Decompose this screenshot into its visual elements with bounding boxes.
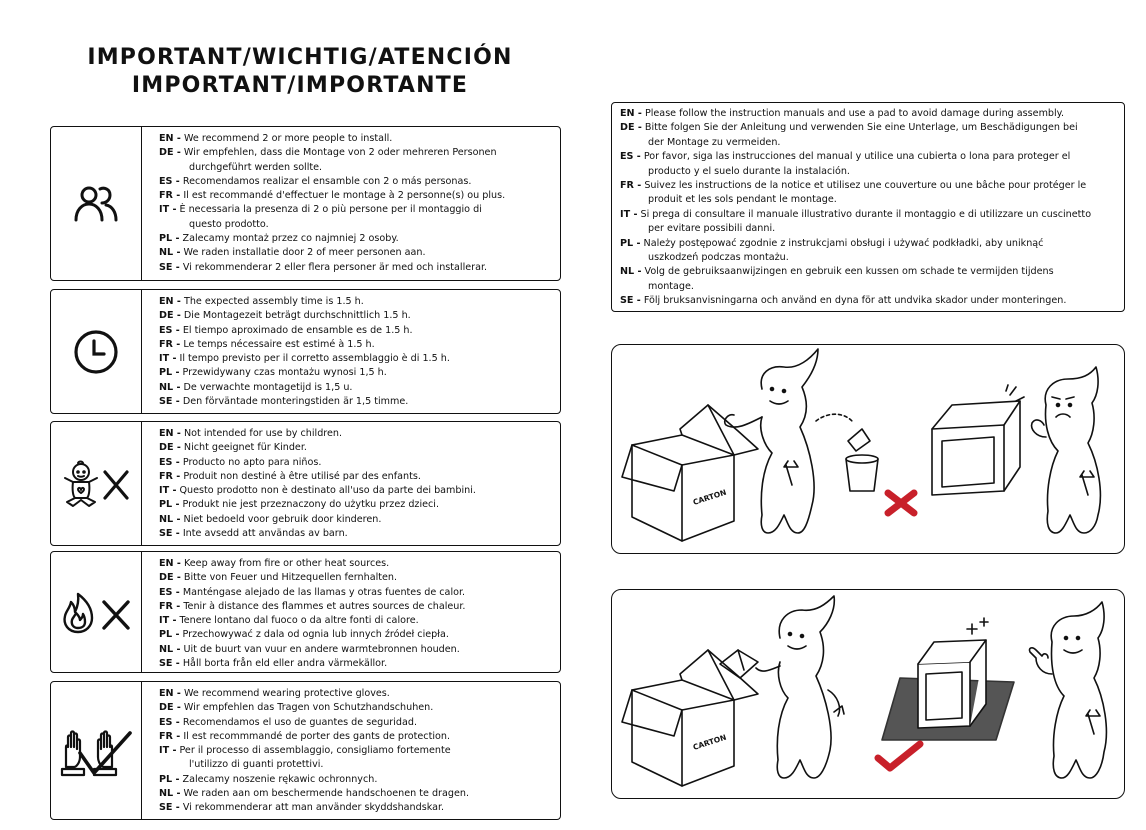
warning-text-time: EN - The expected assembly time is 1.5 h… xyxy=(159,295,554,409)
clock-icon xyxy=(51,290,141,413)
warning-text-fire: EN - Keep away from fire or other heat s… xyxy=(159,557,554,671)
box-divider xyxy=(141,127,142,280)
text-line: durchgeführt werden sollte. xyxy=(189,161,323,173)
text-line: PL - Zalecamy montaż przez co najmniej 2… xyxy=(159,233,399,245)
happy-figure-icon xyxy=(1028,601,1108,779)
text-line: NL - Uit de buurt van vuur en andere war… xyxy=(159,643,460,655)
text-line: FR - Tenir à distance des flammes et aut… xyxy=(159,600,466,612)
text-line: DE - Bitte von Feuer und Hitzequellen fe… xyxy=(159,572,398,584)
warning-text-gloves: EN - We recommend wearing protective glo… xyxy=(159,687,554,816)
wrong-mark-icon xyxy=(884,489,918,517)
text-line: PL - Zalecamy noszenie rękawic ochronnyc… xyxy=(159,773,378,785)
text-line: SE - Vi rekommenderar 2 eller flera pers… xyxy=(159,261,488,273)
text-line: FR - Suivez les instructions de la notic… xyxy=(620,180,1087,192)
warning-box-children: EN - Not intended for use by children. D… xyxy=(50,421,561,546)
cabinet-icon xyxy=(931,384,1025,496)
text-line: IT - Per il processo di assemblaggio, co… xyxy=(159,745,451,757)
text-line: uszkodzeń podczas montażu. xyxy=(648,252,789,264)
text-line: PL - Przechowywać z dala od ognia lub in… xyxy=(159,629,449,641)
text-line: EN - The expected assembly time is 1.5 h… xyxy=(159,296,364,307)
text-line: EN - Keep away from fire or other heat s… xyxy=(159,558,390,569)
text-line: produit et les sols pendant le montage. xyxy=(648,194,837,206)
carton-box-icon: CARTON xyxy=(621,404,759,542)
text-line: NL - Volg de gebruiksaanwijzingen en geb… xyxy=(620,266,1054,278)
text-line: IT - Il tempo previsto per il corretto a… xyxy=(159,353,450,365)
text-line: IT - Questo prodotto non è destinato all… xyxy=(159,485,476,497)
text-line: PL - Należy postępować zgodnie z instruk… xyxy=(620,237,1044,249)
box-divider xyxy=(141,552,142,672)
text-line: PL - Przewidywany czas montażu wynosi 1,… xyxy=(159,367,387,379)
sad-figure-icon xyxy=(1030,366,1102,534)
text-line: l'utilizzo di guanti protettivi. xyxy=(189,759,324,771)
text-line: questo prodotto. xyxy=(189,218,269,230)
text-line: ES - Producto no apto para niños. xyxy=(159,456,322,468)
assembler-figure-icon xyxy=(723,348,819,534)
text-line: DE - Die Montagezeit beträgt durchschnit… xyxy=(159,310,411,322)
text-line: FR - Il est recommandé d'effectuer le mo… xyxy=(159,190,506,202)
text-line: IT - Tenere lontano dal fuoco o da altre… xyxy=(159,615,419,627)
right-mark-icon xyxy=(874,740,924,772)
text-line: DE - Bitte folgen Sie der Anleitung und … xyxy=(620,122,1078,134)
text-line: NL - Niet bedoeld voor gebruik door kind… xyxy=(159,513,382,525)
warning-box-time: EN - The expected assembly time is 1.5 h… xyxy=(50,289,561,414)
title-line-1: IMPORTANT/WICHTIG/ATENCIÓN xyxy=(87,45,513,70)
text-line: ES - Por favor, siga las instrucciones d… xyxy=(620,151,1071,163)
trash-bin-icon xyxy=(845,454,879,492)
no-children-icon xyxy=(51,422,141,545)
text-line: FR - Produit non destiné à être utilisé … xyxy=(159,470,421,482)
box-divider xyxy=(141,422,142,545)
warning-text-children: EN - Not intended for use by children. D… xyxy=(159,427,554,541)
carton-label: CARTON xyxy=(692,733,728,752)
cabinet-icon xyxy=(917,617,989,729)
text-line: NL - We raden aan om beschermende handsc… xyxy=(159,788,470,800)
text-line: DE - Nicht geeignet für Kinder. xyxy=(159,442,307,454)
gloves-icon xyxy=(51,682,141,819)
text-line: SE - Den förväntade monteringstiden är 1… xyxy=(159,396,409,408)
text-line: SE - Håll borta från eld eller andra vär… xyxy=(159,658,388,670)
warning-box-fire: EN - Keep away from fire or other heat s… xyxy=(50,551,561,673)
text-line: IT - Si prega di consultare il manuale i… xyxy=(620,208,1092,220)
instruction-box: EN - Please follow the instruction manua… xyxy=(611,102,1125,312)
text-line: ES - Recomendamos realizar el ensamble c… xyxy=(159,175,472,187)
carton-label: CARTON xyxy=(692,488,728,507)
manual-icon xyxy=(719,649,759,679)
box-divider xyxy=(141,290,142,413)
text-line: NL - De verwachte montagetijd is 1,5 u. xyxy=(159,381,353,393)
text-line: montage. xyxy=(648,280,694,292)
text-line: EN - Not intended for use by children. xyxy=(159,428,343,439)
text-line: PL - Produkt nie jest przeznaczony do uż… xyxy=(159,499,440,511)
text-line: SE - Vi rekommenderar att man använder s… xyxy=(159,802,445,814)
people-icon xyxy=(51,127,141,280)
box-divider xyxy=(141,682,142,819)
title-line-2: IMPORTANT/IMPORTANTE xyxy=(131,73,469,98)
text-line: IT - È necessaria la presenza di 2 o più… xyxy=(159,204,482,216)
warning-box-people: EN - We recommend 2 or more people to in… xyxy=(50,126,561,281)
text-line: ES - El tiempo aproximado de ensamble es… xyxy=(159,324,413,336)
text-line: EN - We recommend wearing protective glo… xyxy=(159,688,390,699)
warning-text-people: EN - We recommend 2 or more people to in… xyxy=(159,132,554,275)
text-line: SE - Följ bruksanvisningarna och använd … xyxy=(620,295,1067,307)
text-line: der Montage zu vermeiden. xyxy=(648,136,781,148)
carton-box-icon: CARTON xyxy=(621,649,759,787)
illustration-wrong: CARTON xyxy=(611,344,1125,554)
text-line: NL - We raden installatie door 2 of meer… xyxy=(159,247,426,259)
text-line: EN - Please follow the instruction manua… xyxy=(620,108,1065,119)
text-line: producto y el suelo durante la instalaci… xyxy=(648,165,850,177)
text-line: DE - Wir empfehlen das Tragen von Schutz… xyxy=(159,702,434,714)
text-line: SE - Inte avsedd att användas av barn. xyxy=(159,528,348,540)
assembler-figure-icon xyxy=(755,595,845,779)
text-line: ES - Recomendamos el uso de guantes de s… xyxy=(159,716,418,728)
page-title: IMPORTANT/WICHTIG/ATENCIÓN IMPORTANT/IMP… xyxy=(40,44,560,100)
text-line: ES - Manténgase alejado de las llamas y … xyxy=(159,586,466,598)
warning-box-gloves: EN - We recommend wearing protective glo… xyxy=(50,681,561,820)
text-line: per evitare possibili danni. xyxy=(648,223,776,235)
text-line: FR - Il est recommmandé de porter des ga… xyxy=(159,730,450,742)
text-line: EN - We recommend 2 or more people to in… xyxy=(159,133,393,144)
text-line: FR - Le temps nécessaire est estimé à 1.… xyxy=(159,338,375,350)
text-line: DE - Wir empfehlen, dass die Montage von… xyxy=(159,147,497,159)
illustration-right: CARTON xyxy=(611,589,1125,799)
no-fire-icon xyxy=(51,552,141,672)
